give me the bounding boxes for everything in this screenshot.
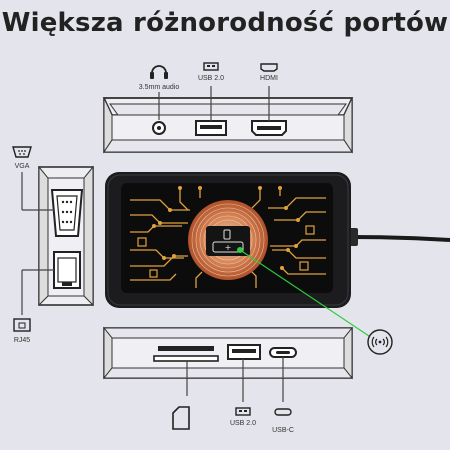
audio-port-label: 3.5mm audio [139,84,180,91]
usb-c-icon [274,408,292,416]
vga-icon [12,146,32,158]
usb-bottom-label: USB 2.0 [230,420,256,427]
usb-top-label: USB 2.0 [198,75,224,82]
top-port-panel [102,86,354,154]
usb-icon [203,62,219,71]
vga-label: VGA [15,163,30,170]
hdmi-icon [260,63,278,72]
left-port-panel [21,165,94,315]
hub-body: + [105,172,450,308]
bottom-port-panel [102,326,354,402]
wireless-charging-pointer [237,247,373,339]
svg-text:+: + [225,243,232,252]
rj45-label: RJ45 [14,337,30,344]
sd-card-icon [172,406,190,430]
wireless-charging-icon [367,329,393,355]
hdmi-label: HDMI [260,75,278,82]
ethernet-icon [13,318,31,332]
usb-icon [235,407,251,416]
usbc-label: USB-C [272,427,294,434]
headphones-icon [150,65,168,79]
page-title: Większa różnorodność portów [1,8,449,38]
